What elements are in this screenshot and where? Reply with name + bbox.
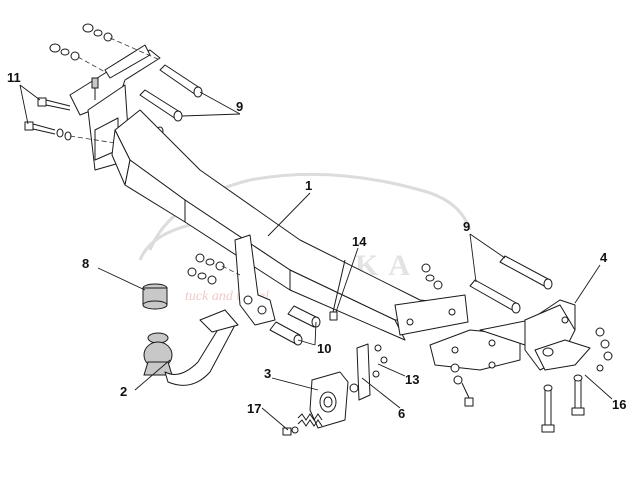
main-crossbeam (111, 109, 469, 341)
callout-9-right: 9 (463, 219, 470, 234)
top-nuts-washers (49, 23, 161, 73)
center-bracket (234, 234, 276, 326)
bolts-10 (269, 305, 321, 346)
right-mounting-bracket (429, 299, 591, 371)
socket-plate-3 (309, 371, 359, 429)
callout-14: 14 (352, 234, 367, 249)
callout-6: 6 (398, 406, 405, 421)
callout-17: 17 (247, 401, 261, 416)
bolt-14 (329, 259, 346, 321)
right-nuts-washers (595, 327, 613, 372)
cap-8 (142, 283, 168, 310)
callout-1: 1 (305, 178, 312, 193)
nuts-washers-center (187, 253, 241, 285)
tow-ball-2 (143, 309, 239, 386)
bolts-16 (541, 374, 585, 433)
callout-16: 16 (612, 397, 626, 412)
bolts-9-right (421, 255, 553, 314)
callout-8: 8 (82, 256, 89, 271)
callout-13: 13 (405, 372, 419, 387)
callout-3: 3 (264, 366, 271, 381)
callout-2: 2 (120, 384, 127, 399)
callout-10: 10 (317, 341, 331, 356)
callout-9-top: 9 (236, 99, 243, 114)
spring-bolt-17 (282, 413, 323, 436)
callout-11: 11 (7, 70, 21, 85)
leader-lines (19, 84, 613, 431)
lower-bolts-right (450, 361, 496, 407)
callout-4: 4 (600, 250, 608, 265)
socket-bracket-6 (356, 343, 388, 401)
